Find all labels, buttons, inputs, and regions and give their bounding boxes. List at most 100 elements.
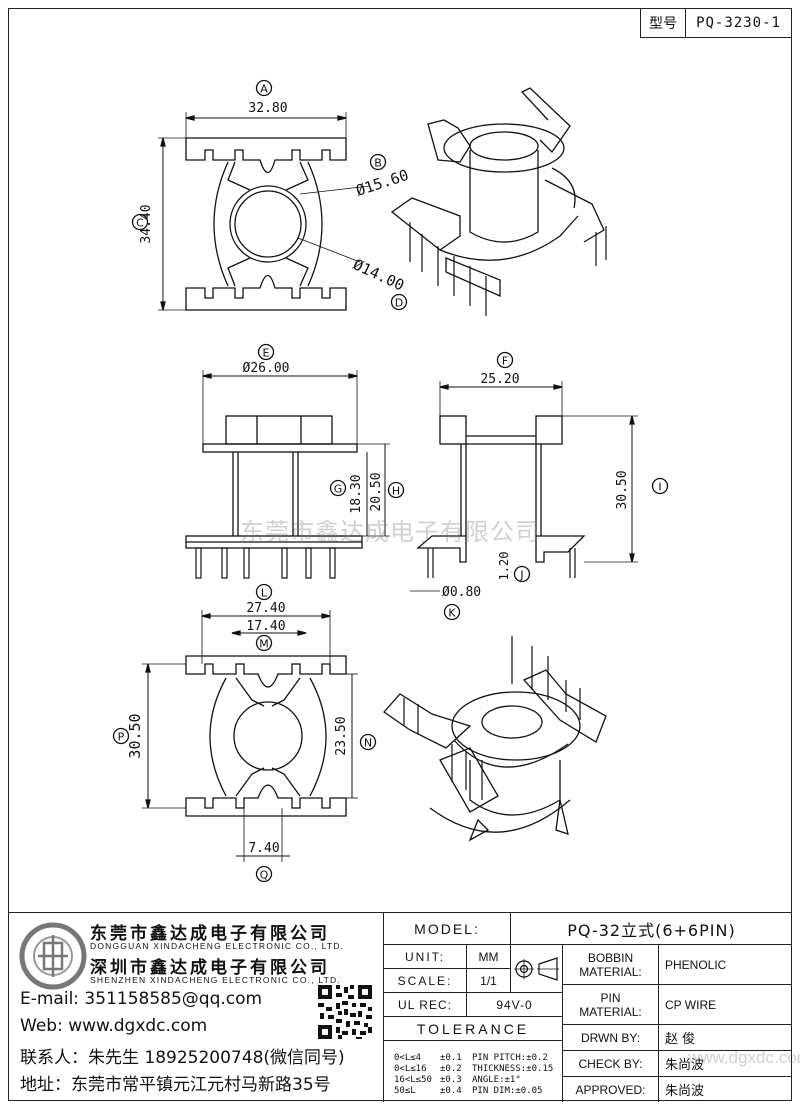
svg-text:D: D [395, 297, 403, 310]
svg-text:H: H [392, 485, 400, 498]
dim-D-value: Ø14.00 [350, 255, 407, 294]
tol-row-1: 0<L≤16 [394, 1064, 427, 1074]
ulrec-value: 94V-0 [466, 993, 562, 1017]
svg-text:I: I [658, 481, 661, 494]
iso-view-bottom [383, 636, 607, 842]
tol-row-2: 16<L≤50 [394, 1075, 432, 1085]
check-by-value: 朱尚波 [658, 1051, 792, 1077]
title-block: 东莞市鑫达成电子有限公司 DONGGUAN XINDACHENG ELECTRO… [8, 912, 792, 1102]
approved-by-value: 朱尚波 [658, 1077, 792, 1102]
dim-J-value: 1.20 [497, 552, 511, 581]
watermark-company: 东莞市鑫达成电子有限公司 [240, 518, 540, 546]
svg-text:P: P [118, 731, 125, 744]
company-email: E-mail: 351158585@qq.com [20, 989, 263, 1009]
dim-C-value: 34.40 [139, 204, 154, 243]
technical-drawing: 32.80 34.40 Ø15.60 Ø14.00 [112, 79, 669, 883]
label-C: C [131, 213, 149, 231]
label-N: N [359, 733, 377, 751]
label-E: E [257, 343, 275, 361]
dim-M-value: 17.40 [246, 619, 285, 634]
label-M: M [255, 634, 273, 652]
svg-text:B: B [374, 157, 382, 170]
dim-N-value: 23.50 [334, 716, 349, 755]
dim-B-value: Ø15.60 [354, 166, 411, 200]
label-L: L [255, 583, 273, 601]
tolerance-label: TOLERANCE [384, 1017, 562, 1041]
svg-text:E: E [263, 347, 270, 360]
company-name-en-2: SHENZHEN XINDACHENG ELECTRONIC CO., LTD. [90, 975, 341, 985]
company-logo-icon [19, 922, 87, 990]
dim-L-value: 27.40 [246, 601, 285, 616]
label-J: J [513, 565, 531, 583]
company-name-cn-2: 深圳市鑫达成电子有限公司 [90, 958, 330, 978]
company-web: Web: www.dgxdc.com [20, 1016, 208, 1036]
label-Q: Q [255, 865, 273, 883]
label-B: B [369, 153, 387, 171]
svg-text:A: A [260, 83, 268, 96]
label-H: H [387, 481, 405, 499]
approved-by-label: APPROVED: [562, 1077, 658, 1102]
company-name-en-1: DONGGUAN XINDACHENG ELECTRONIC CO., LTD. [90, 941, 345, 951]
label-A: A [255, 79, 273, 97]
svg-text:F: F [502, 355, 508, 368]
company-contact: 联系人：朱先生 18925200748(微信同号) [20, 1048, 345, 1068]
dim-H-value: 20.50 [369, 472, 384, 511]
model-label: MODEL: [384, 913, 510, 945]
label-P: P [112, 727, 130, 745]
title-grid: MODEL: PQ-32立式(6+6PIN) UNIT: MM SCALE: 1… [384, 913, 792, 1102]
iso-view-top [390, 87, 607, 316]
dim-A-value: 32.80 [248, 101, 287, 116]
label-I: I [651, 477, 669, 495]
label-D: D [390, 293, 408, 311]
svg-text:M: M [259, 638, 269, 651]
company-name-cn-1: 东莞市鑫达成电子有限公司 [90, 924, 330, 944]
scale-label: SCALE: [384, 969, 466, 993]
svg-text:Q: Q [260, 869, 269, 882]
watermark-url: www.dgxdc.com [688, 1048, 800, 1067]
label-G: G [329, 479, 347, 497]
front-view: Ø26.00 18.30 20.50 [185, 361, 390, 579]
label-K: K [443, 603, 461, 621]
scale-value: 1/1 [466, 969, 510, 993]
type-number-box: 型号 PQ-3230-1 [640, 8, 792, 38]
pin-material-value: CP WIRE [658, 985, 792, 1025]
top-view: 32.80 34.40 Ø15.60 Ø14.00 [139, 101, 411, 311]
dim-I-value: 30.50 [615, 470, 630, 509]
bottom-view: 27.40 17.40 23.50 30.50 7.40 [126, 601, 358, 862]
unit-label: UNIT: [384, 945, 466, 969]
tol-row-3: 50≤L [394, 1086, 416, 1096]
bobbin-material-value: PHENOLIC [658, 945, 792, 985]
model-value: PQ-32立式(6+6PIN) [510, 913, 792, 945]
company-address: 地址：东莞市常平镇元江元村马新路35号 [20, 1075, 331, 1095]
type-label: 型号 [641, 9, 686, 37]
dim-Q-value: 7.40 [248, 841, 279, 856]
drawn-by-value: 赵 俊 [658, 1025, 792, 1051]
drawing-sheet-border [8, 8, 792, 1101]
dim-G-value: 18.30 [349, 474, 364, 513]
qr-code-icon [316, 983, 374, 1041]
company-info: 东莞市鑫达成电子有限公司 DONGGUAN XINDACHENG ELECTRO… [8, 913, 384, 1102]
drawn-by-label: DRWN BY: [562, 1025, 658, 1051]
ulrec-label: UL REC: [384, 993, 466, 1017]
svg-text:L: L [261, 587, 268, 600]
dim-F-value: 25.20 [480, 372, 519, 387]
tolerance-table: 0<L≤4 ±0.1 PIN PITCH:±0.2 0<L≤16 ±0.2 TH… [394, 1053, 554, 1096]
unit-value: MM [466, 945, 510, 969]
side-view: 25.20 30.50 1.20 Ø0.80 [410, 372, 638, 600]
dim-K-value: Ø0.80 [442, 585, 481, 600]
svg-text:K: K [448, 607, 456, 620]
check-by-label: CHECK BY: [562, 1051, 658, 1077]
svg-text:J: J [519, 569, 523, 582]
dim-E-value: Ø26.00 [243, 361, 290, 376]
type-value: PQ-3230-1 [696, 15, 781, 31]
view-label-markers: A B C D E F G H I J K L M N P Q [112, 79, 669, 883]
svg-text:G: G [334, 483, 343, 496]
svg-text:C: C [136, 217, 144, 230]
tol-row-0: 0<L≤4 [394, 1053, 422, 1063]
label-F: F [496, 351, 514, 369]
svg-text:N: N [364, 737, 372, 750]
dim-P-value: 30.50 [126, 713, 144, 758]
projection-symbol-icon [510, 945, 562, 993]
